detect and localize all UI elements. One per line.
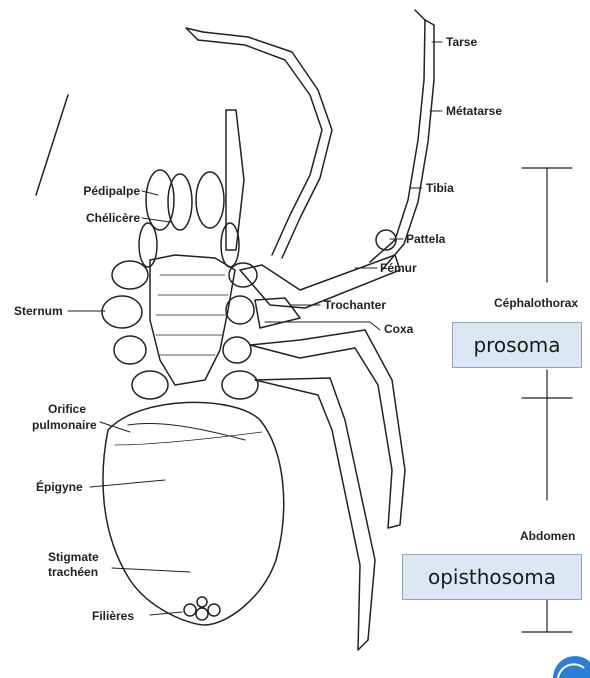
label-sternum: Sternum	[14, 304, 63, 318]
label-orifice-line1: Orifice	[48, 402, 86, 416]
label-stigmate-line2: trachéen	[48, 565, 98, 579]
label-chelicere: Chélicère	[40, 211, 140, 225]
label-femur: Fémur	[380, 261, 417, 275]
label-coxa: Coxa	[384, 322, 413, 336]
label-cephalothorax: Céphalothorax	[494, 296, 578, 310]
abdomen-body	[103, 402, 284, 625]
label-pedipalpe: Pédipalpe	[40, 184, 140, 198]
leg-upper-left	[186, 28, 332, 258]
label-tibia: Tibia	[426, 181, 454, 195]
label-pattela: Pattela	[406, 232, 445, 246]
prosoma-box: prosoma	[452, 322, 582, 368]
label-epigyne: Épigyne	[36, 480, 83, 494]
leg-upper-right	[370, 10, 434, 270]
leg-right-4	[222, 371, 375, 650]
left-coxae	[102, 261, 168, 399]
label-metatarse: Métatarse	[446, 104, 502, 118]
label-abdomen: Abdomen	[520, 529, 575, 543]
stray-stroke	[36, 95, 68, 195]
pedipalps-chelicerae	[139, 110, 244, 267]
leg-right-2	[226, 296, 300, 328]
label-stigmate-line1: Stigmate	[48, 550, 99, 564]
leg-right-3	[223, 330, 405, 528]
spinnerets	[184, 597, 220, 620]
label-filieres: Filières	[92, 609, 134, 623]
label-trochanter: Trochanter	[324, 298, 386, 312]
label-tarse: Tarse	[446, 35, 477, 49]
opisthosoma-box: opisthosoma	[402, 554, 582, 600]
label-orifice-line2: pulmonaire	[32, 418, 97, 432]
cephalothorax-body	[150, 255, 235, 385]
